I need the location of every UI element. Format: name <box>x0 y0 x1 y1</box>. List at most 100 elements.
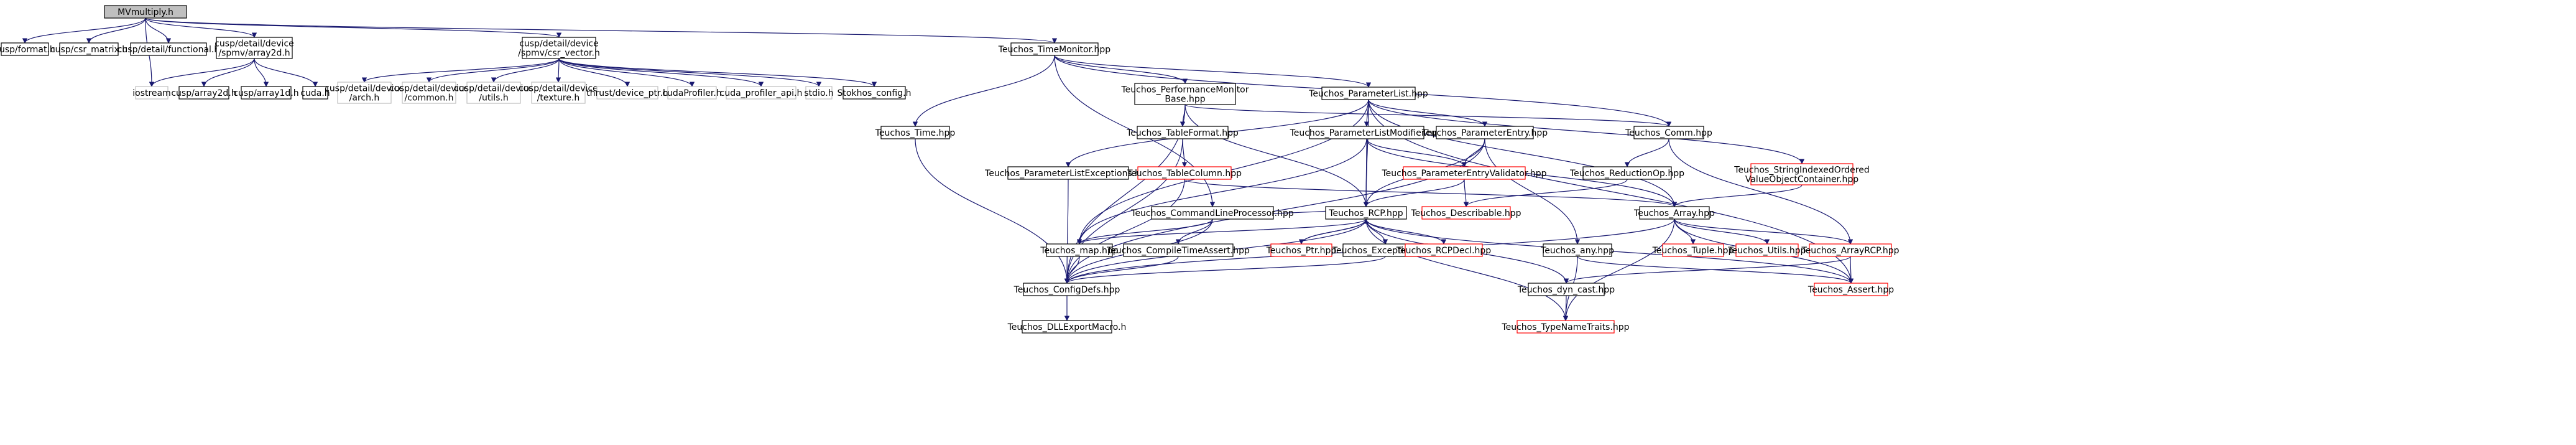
node-label: cusp/format.h <box>0 45 55 55</box>
edge-root-to-spmv-array2d <box>145 17 257 38</box>
node-config-defs[interactable]: Teuchos_ConfigDefs.hpp <box>1013 283 1120 296</box>
node-cusp-array2d[interactable]: cusp/array2d.h <box>171 86 237 100</box>
node-box <box>1436 126 1534 139</box>
node-label: cusp/detail/device <box>519 84 598 94</box>
edge-param-list-to-param-entry <box>1368 99 1488 127</box>
node-label: Teuchos_map.hpp <box>1040 246 1118 256</box>
node-stdio-h[interactable]: stdio.h <box>804 86 834 100</box>
node-box <box>1735 243 1799 257</box>
node-iostream[interactable]: iostream <box>132 86 171 100</box>
node-map-hpp[interactable]: Teuchos_map.hpp <box>1040 243 1119 257</box>
node-box <box>178 86 229 100</box>
node-label: Teuchos_ParameterEntryValidator.hpp <box>1381 169 1546 179</box>
node-label: cusp/detail/device <box>454 84 533 94</box>
node-array-hpp[interactable]: Teuchos_Array.hpp <box>1633 206 1715 220</box>
node-dll-export[interactable]: Teuchos_DLLExportMacro.h <box>1007 320 1127 334</box>
node-spmv-csr-vector[interactable]: cusp/detail/device/spmv/csr_vector.h <box>518 37 600 59</box>
edge-spmv-csr-vector-to-cuda-profiler-api <box>558 58 764 87</box>
node-time-hpp[interactable]: Teuchos_Time.hpp <box>875 126 956 139</box>
node-spmv-array2d[interactable]: cusp/detail/device/spmv/array2d.h <box>215 37 294 59</box>
node-arch-h[interactable]: cusp/detail/device/arch.h <box>325 82 404 104</box>
node-box <box>1543 243 1612 257</box>
edge-spmv-csr-vector-to-arch-h <box>361 58 560 83</box>
edge-param-list-to-string-indexed <box>1368 99 1805 164</box>
node-cusp-format[interactable]: cusp/format.h <box>0 42 55 56</box>
edge-array-rcp-to-assert-hpp <box>1848 256 1854 284</box>
node-comm-hpp[interactable]: Teuchos_Comm.hpp <box>1625 126 1712 139</box>
edge-spmv-csr-vector-to-stokhos-config <box>558 58 877 87</box>
edge-root-to-spmv-csr-vector <box>145 17 561 38</box>
node-label: Teuchos_Tuple.hpp <box>1652 246 1734 256</box>
node-describable[interactable]: Teuchos_Describable.hpp <box>1410 206 1521 220</box>
node-param-entry[interactable]: Teuchos_ParameterEntry.hpp <box>1421 126 1548 139</box>
node-string-indexed[interactable]: Teuchos_StringIndexedOrderedValueObjectC… <box>1733 163 1870 185</box>
node-box <box>1405 243 1483 257</box>
node-type-name-traits[interactable]: Teuchos_TypeNameTraits.hpp <box>1501 320 1630 334</box>
edge-time-monitor-to-perf-monitor <box>1054 55 1188 84</box>
node-box <box>726 86 796 100</box>
node-common-h[interactable]: cusp/detail/device/common.h <box>389 82 469 104</box>
node-label: Teuchos_ParameterListExceptions.hpp <box>984 169 1152 179</box>
node-any-hpp[interactable]: Teuchos_any.hpp <box>1540 243 1614 257</box>
node-label: cusp/detail/device <box>389 84 469 94</box>
node-cusp-functional[interactable]: cusp/detail/functional.h <box>118 42 220 56</box>
edge-comm-hpp-to-array-rcp <box>1668 138 1854 245</box>
node-box <box>1046 243 1113 257</box>
node-param-entry-validator[interactable]: Teuchos_ParameterEntryValidator.hpp <box>1381 166 1547 180</box>
edge-reduction-op-to-describable <box>1463 179 1628 207</box>
node-stokhos-config[interactable]: Stokhos_config.h <box>838 86 912 100</box>
node-cusp-array1d[interactable]: cusp/array1d.h <box>233 86 299 100</box>
edge-spmv-csr-vector-to-utils-h <box>491 58 560 83</box>
node-label: Teuchos_PerformanceMonitor <box>1120 85 1249 95</box>
node-tuple-hpp[interactable]: Teuchos_Tuple.hpp <box>1652 243 1734 257</box>
node-param-list-exceptions[interactable]: Teuchos_ParameterListExceptions.hpp <box>984 166 1152 180</box>
edge-time-hpp-to-config-defs <box>915 138 1070 284</box>
node-cuda-profiler[interactable]: cudaProfiler.h <box>662 86 722 100</box>
node-label: cusp/detail/functional.h <box>118 45 220 55</box>
node-param-list-modifier[interactable]: Teuchos_ParameterListModifier.hpp <box>1290 126 1444 139</box>
node-compile-time-assert[interactable]: Teuchos_CompileTimeAssert.hpp <box>1106 243 1250 257</box>
edge-spmv-csr-vector-to-stdio-h <box>558 58 822 87</box>
node-cusp-csr-matrix[interactable]: cusp/csr_matrix.h <box>50 42 127 56</box>
node-array-rcp[interactable]: Teuchos_ArrayRCP.hpp <box>1801 243 1900 257</box>
node-time-monitor[interactable]: Teuchos_TimeMonitor.hpp <box>998 42 1110 56</box>
node-assert-hpp[interactable]: Teuchos_Assert.hpp <box>1807 283 1894 296</box>
node-reduction-op[interactable]: Teuchos_ReductionOp.hpp <box>1569 166 1684 180</box>
edge-root-to-cusp-csr-matrix <box>86 17 146 44</box>
node-dyn-cast[interactable]: Teuchos_dyn_cast.hpp <box>1517 283 1615 296</box>
edge-array-hpp-to-utils-hpp <box>1674 218 1770 245</box>
node-table-column[interactable]: Teuchos_TableColumn.hpp <box>1127 166 1242 180</box>
node-utils-hpp[interactable]: Teuchos_Utils.hpp <box>1728 243 1806 257</box>
node-box <box>522 37 596 59</box>
node-cmdline[interactable]: Teuchos_CommandLineProcessor.hpp <box>1130 206 1294 220</box>
edge-exceptions-hpp-to-config-defs <box>1064 256 1386 284</box>
node-box <box>135 86 169 100</box>
node-label: Stokhos_config.h <box>838 88 912 98</box>
node-label: ValueObjectContainer.hpp <box>1745 175 1858 185</box>
edge-param-list-modifier-to-map-hpp <box>1076 138 1367 245</box>
node-device-ptr[interactable]: thrust/device_ptr.h <box>586 86 668 100</box>
node-label: cusp/detail/device <box>215 39 294 49</box>
node-rcp[interactable]: Teuchos_RCP.hpp <box>1325 206 1407 220</box>
node-label: Teuchos_dyn_cast.hpp <box>1517 285 1615 295</box>
node-box <box>402 82 456 104</box>
node-label: Teuchos_TimeMonitor.hpp <box>998 45 1110 55</box>
node-utils-h[interactable]: cusp/detail/device/utils.h <box>454 82 533 104</box>
node-root[interactable]: MVmultiply.h <box>104 5 187 19</box>
node-cuda-profiler-api[interactable]: cuda_profiler_api.h <box>720 86 803 100</box>
node-ptr-hpp[interactable]: Teuchos_Ptr.hpp <box>1266 243 1337 257</box>
node-label: /spmv/csr_vector.h <box>518 49 600 59</box>
node-label: Teuchos_ParameterEntry.hpp <box>1421 128 1548 138</box>
node-texture-h[interactable]: cusp/detail/device/texture.h <box>519 82 598 104</box>
node-rcp-decl[interactable]: Teuchos_RCPDecl.hpp <box>1396 243 1492 257</box>
edge-spmv-array2d-to-cusp-array1d <box>254 58 269 87</box>
node-cuda-h[interactable]: cuda.h <box>300 86 330 100</box>
node-label: Teuchos_CompileTimeAssert.hpp <box>1106 246 1250 256</box>
node-box <box>1639 206 1710 220</box>
node-label: cusp/detail/device <box>519 39 599 49</box>
node-label: Teuchos_Array.hpp <box>1633 208 1715 218</box>
node-box <box>1151 206 1274 220</box>
node-table-format[interactable]: Teuchos_TableFormat.hpp <box>1126 126 1239 139</box>
node-param-list[interactable]: Teuchos_ParameterList.hpp <box>1308 87 1428 100</box>
